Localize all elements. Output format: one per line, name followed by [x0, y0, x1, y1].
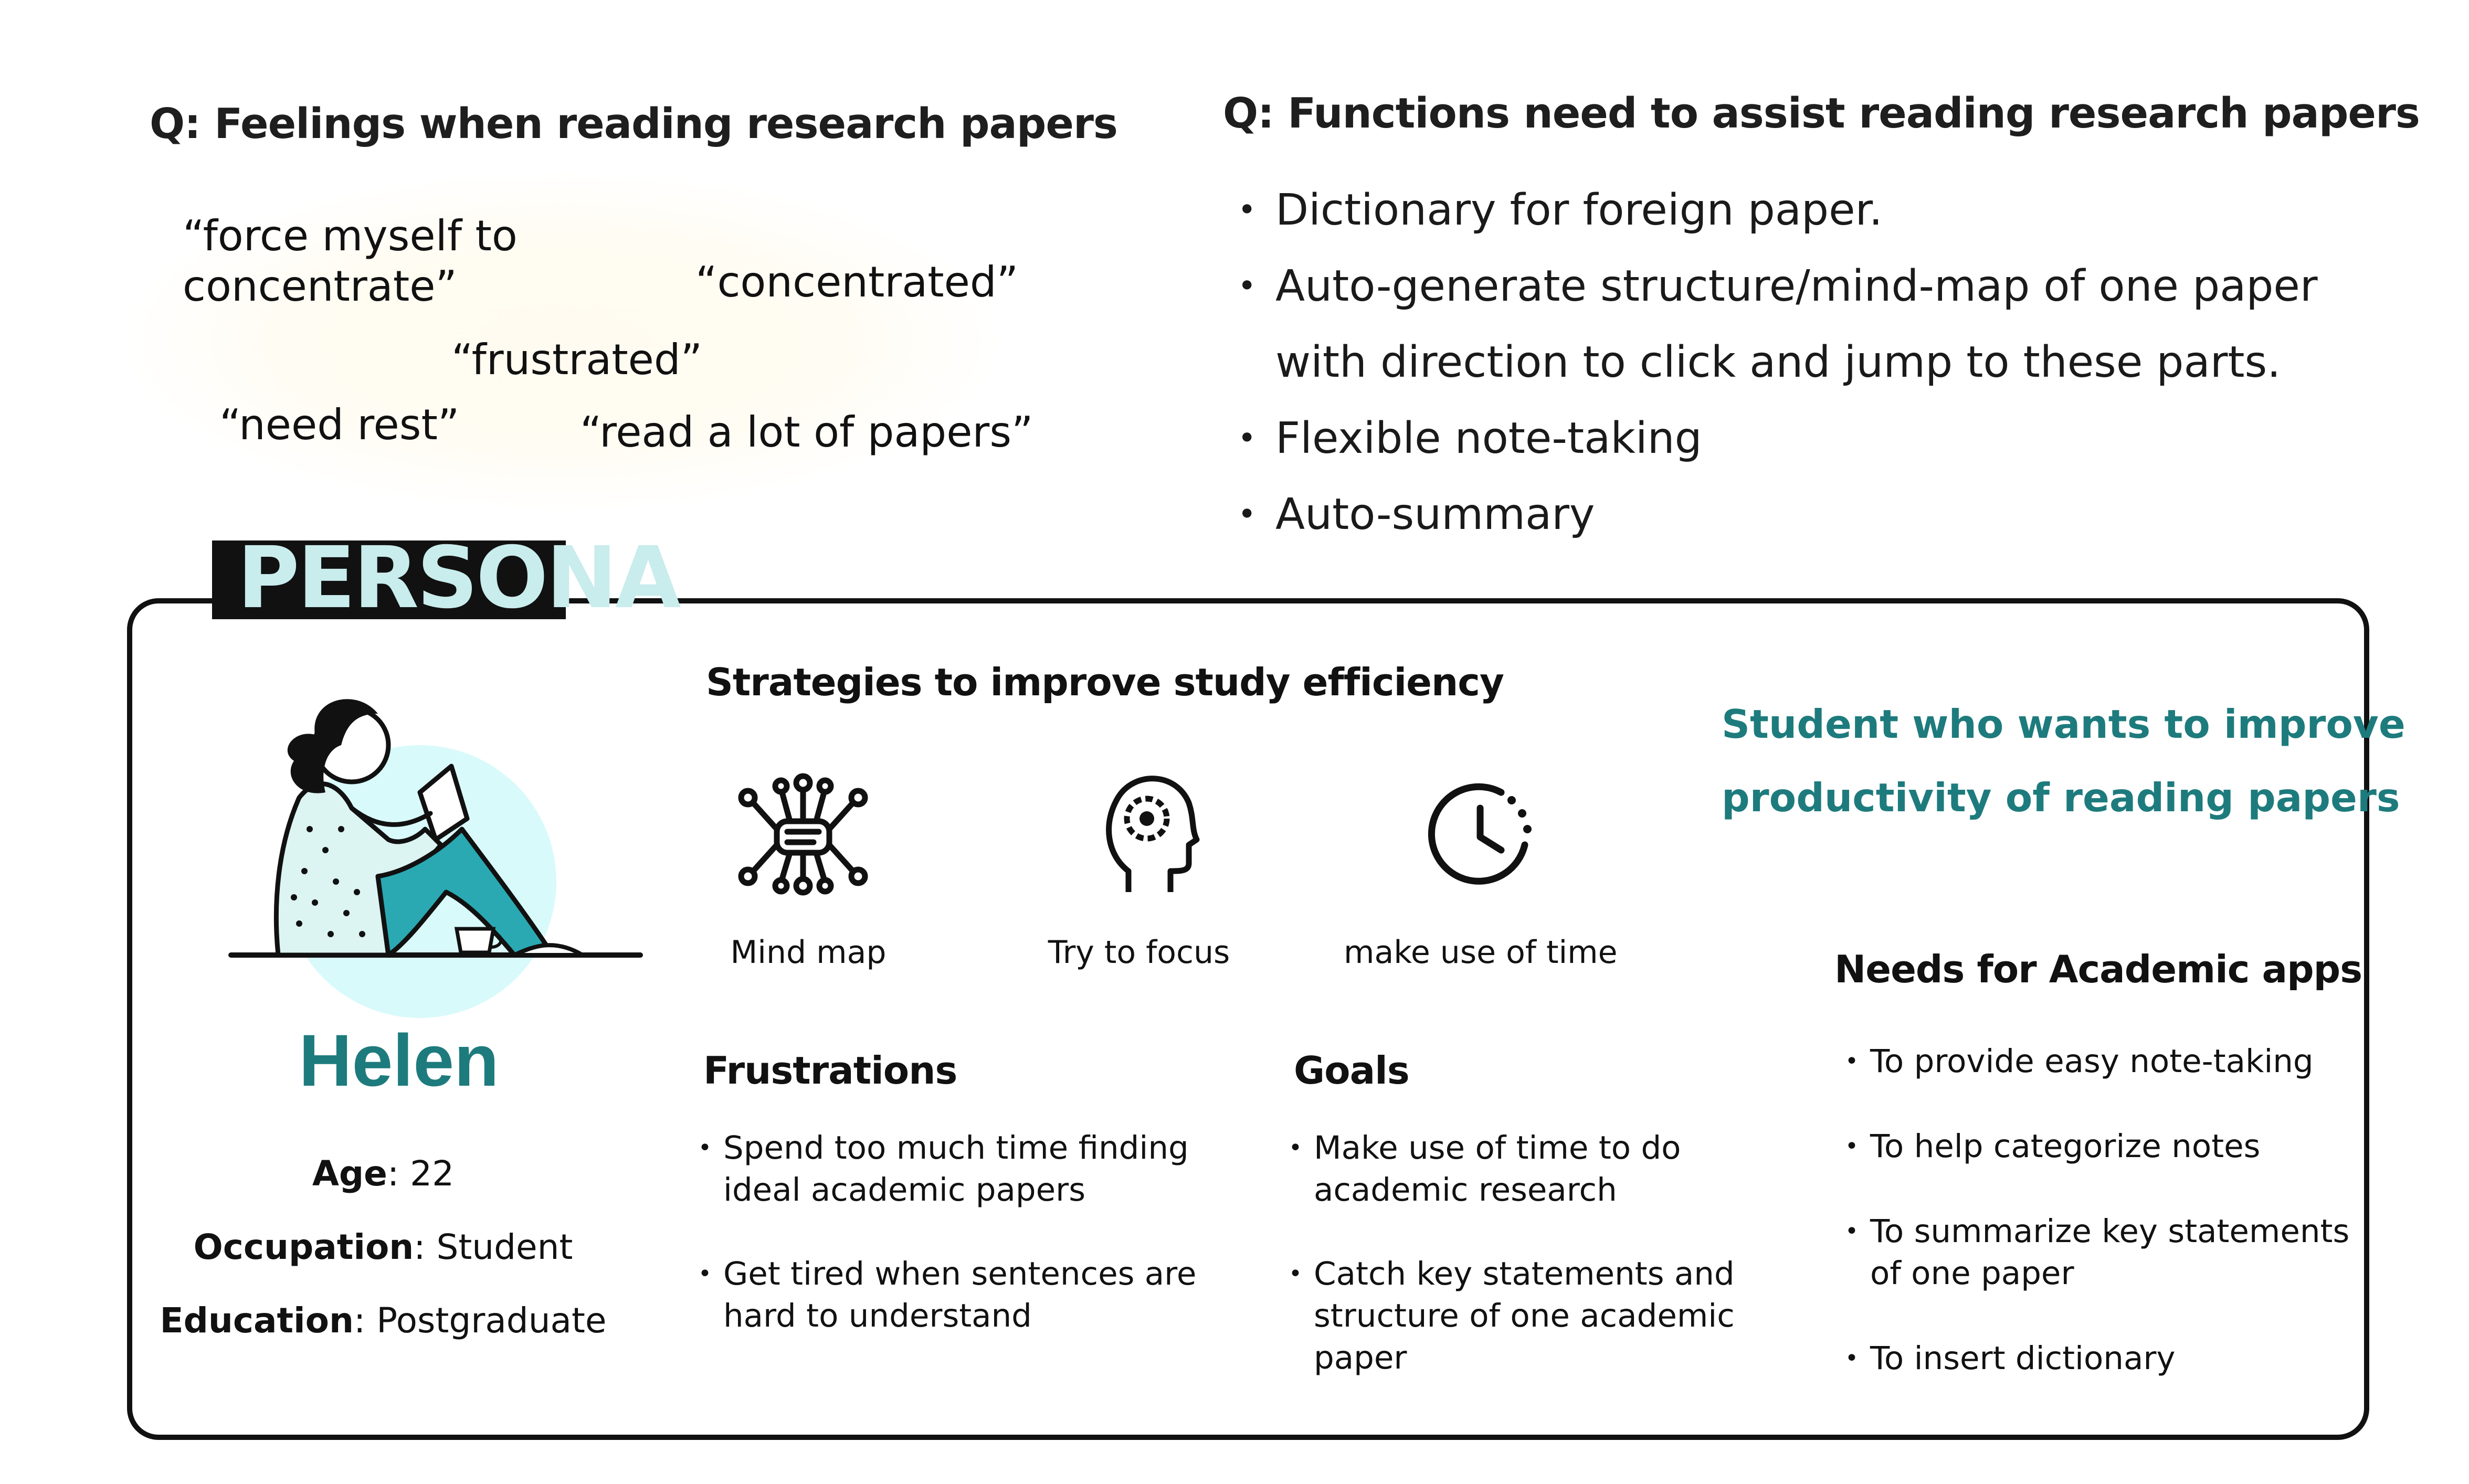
quote-need-rest: “need rest” [219, 400, 460, 449]
functions-item: •Auto-summary [1238, 490, 1595, 539]
reading-woman-illustration [228, 699, 643, 1018]
need-item: •To insert dictionary [1845, 1340, 2176, 1377]
persona-age: Age: 22 [312, 1153, 455, 1194]
persona-card [127, 598, 2369, 1440]
functions-item: •Flexible note-taking [1238, 414, 1702, 463]
quote-read-a-lot: “read a lot of papers” [580, 408, 1033, 457]
quote-force-myself-line1: “force myself to [183, 211, 518, 260]
clock-icon [1428, 783, 1532, 885]
goals-list: •Make use of time to do academic researc… [1289, 1127, 1782, 1421]
focus-head-icon [1106, 776, 1200, 892]
strategy-label-time: make use of time [1344, 934, 1618, 971]
frustration-item: •Spend too much time finding ideal acade… [698, 1129, 1189, 1209]
need-item: •To provide easy note-taking [1845, 1043, 2314, 1080]
quote-frustrated: “frustrated” [451, 335, 703, 384]
strategies-title: Strategies to improve study efficiency [706, 660, 1504, 704]
mind-map-icon [738, 773, 868, 896]
goal-item: •Make use of time to do academic researc… [1289, 1129, 1681, 1209]
feelings-background-blob [126, 173, 997, 509]
needs-title: Needs for Academic apps [1834, 947, 2362, 991]
functions-item: •Dictionary for foreign paper. [1238, 185, 1883, 235]
frustrations-title: Frustrations [703, 1048, 957, 1093]
functions-question-title: Q: Functions need to assist reading rese… [1223, 89, 2420, 137]
persona-name: Helen [299, 1019, 499, 1101]
functions-item-continuation: with direction to click and jump to thes… [1275, 337, 2281, 387]
need-item: •To help categorize notes [1845, 1128, 2261, 1165]
functions-list: •Dictionary for foreign paper. •Auto-gen… [1223, 172, 2318, 553]
needs-list: •To provide easy note-taking •To help ca… [1845, 1041, 2370, 1423]
persona-occupation: Occupation: Student [193, 1227, 573, 1267]
frustration-item: •Get tired when sentences are hard to un… [698, 1255, 1197, 1334]
frustrations-list: •Spend too much time finding ideal acade… [698, 1127, 1223, 1379]
functions-item: •Auto-generate structure/mind-map of one… [1238, 261, 2318, 311]
persona-education: Education: Postgraduate [160, 1300, 607, 1341]
strategy-label-mind-map: Mind map [730, 934, 887, 971]
need-item: •To summarize key statements of one pape… [1845, 1213, 2350, 1292]
persona-tagline-line2: productivity of reading papers [1722, 775, 2400, 821]
persona-tag-background [212, 540, 566, 619]
feelings-question-title: Q: Feelings when reading research papers [150, 100, 1118, 148]
persona-tag: PERSONA [237, 529, 681, 628]
persona-tagline-line1: Student who wants to improve [1722, 701, 2405, 747]
strategy-label-focus: Try to focus [1048, 934, 1230, 971]
quote-force-myself-line2: concentrate” [183, 262, 457, 311]
goal-item: •Catch key statements and structure of o… [1289, 1255, 1735, 1376]
quote-concentrated: “concentrated” [695, 258, 1019, 306]
goals-title: Goals [1294, 1048, 1410, 1093]
